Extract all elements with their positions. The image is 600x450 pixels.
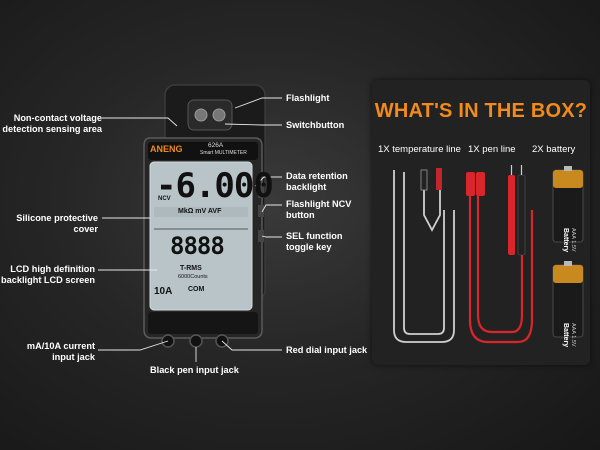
lcd-ncv: NCV bbox=[158, 196, 171, 202]
whats-in-box-panel: WHAT'S IN THE BOX? 1X temperature line 1… bbox=[372, 80, 590, 365]
box-title: WHAT'S IN THE BOX? bbox=[374, 100, 588, 122]
box-contents-illustration: AAA 1.5V Battery AAA 1.5V Battery bbox=[393, 165, 584, 354]
battery-icon: AAA 1.5V Battery bbox=[552, 261, 584, 347]
lcd-units: MkΩ mV AVF bbox=[178, 208, 222, 215]
svg-text:Battery: Battery bbox=[562, 323, 569, 347]
callout-data-retention: Data retention backlight bbox=[286, 171, 348, 192]
callout-flashlight-ncv: Flashlight NCV button bbox=[286, 199, 352, 220]
model-number: 626A bbox=[208, 142, 224, 149]
test-leads-icon bbox=[458, 185, 534, 354]
callout-sel-key: SEL function toggle key bbox=[286, 231, 343, 252]
callout-flashlight: Flashlight bbox=[286, 93, 330, 103]
callout-silicone-cover: Silicone protective cover bbox=[16, 213, 98, 234]
callout-black-pen-jack: Black pen input jack bbox=[150, 365, 239, 375]
svg-text:AAA 1.5V: AAA 1.5V bbox=[570, 323, 576, 347]
lcd-trms: T-RMS bbox=[180, 265, 202, 272]
lcd-main-reading: -6.000 bbox=[156, 166, 274, 206]
item-battery: 2X battery bbox=[532, 144, 576, 155]
jack-com-label: COM bbox=[188, 286, 205, 293]
callout-ma10a-jack: mA/10A current input jack bbox=[26, 341, 95, 362]
battery-icon: AAA 1.5V Battery bbox=[552, 166, 584, 252]
item-temperature-line: 1X temperature line bbox=[378, 144, 461, 155]
svg-text:AAA 1.5V: AAA 1.5V bbox=[570, 228, 576, 252]
callout-red-dial-jack: Red dial input jack bbox=[286, 345, 368, 355]
jack-10a-label: 10A bbox=[154, 286, 173, 297]
svg-text:Battery: Battery bbox=[562, 228, 569, 252]
callout-switchbutton: Switchbutton bbox=[286, 120, 345, 130]
model-subtitle: Smart MULTIMETER bbox=[200, 150, 247, 156]
callout-lcd-screen: LCD high definition backlight LCD screen bbox=[1, 264, 95, 285]
temperature-line-icon bbox=[393, 170, 455, 343]
brand-logo: ANENG bbox=[150, 144, 183, 154]
lcd-sub-reading: 8888 bbox=[170, 232, 225, 260]
callout-non-contact: Non-contact voltage detection sensing ar… bbox=[2, 113, 102, 134]
item-pen-line: 1X pen line bbox=[468, 144, 516, 155]
lcd-counts: 6000Counts bbox=[178, 274, 208, 280]
